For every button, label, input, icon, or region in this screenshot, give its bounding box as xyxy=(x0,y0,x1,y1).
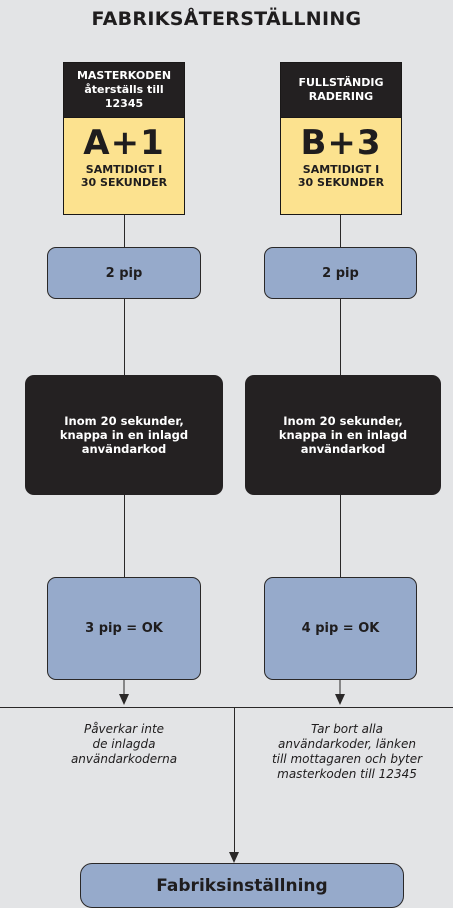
right-header-box: FULLSTÄNDIG RADERING xyxy=(280,62,402,118)
left-step1-label: 2 pip xyxy=(105,265,143,281)
right-step2-line1: Inom 20 sekunder, xyxy=(283,414,403,428)
left-note: Påverkar inte de inlagda användarkoderna xyxy=(24,722,224,767)
right-note-line1: Tar bort alla xyxy=(311,722,383,736)
right-step2-line2: knappa in en inlagd xyxy=(278,428,408,442)
right-note: Tar bort alla användarkoder, länken till… xyxy=(247,722,447,782)
left-step2-box: Inom 20 sekunder, knappa in en inlagd an… xyxy=(25,375,223,495)
arrow-left xyxy=(119,694,129,705)
left-step2-line1: Inom 20 sekunder, xyxy=(64,414,184,428)
right-combo-code: B+3 xyxy=(300,123,382,163)
arrow-right xyxy=(335,694,345,705)
right-step2-box: Inom 20 sekunder, knappa in en inlagd an… xyxy=(245,375,441,495)
right-step3-box: 4 pip = OK xyxy=(264,577,417,680)
left-combo-code: A+1 xyxy=(83,123,165,163)
factory-settings-label: Fabriksinställning xyxy=(156,875,328,896)
right-header-line1: FULLSTÄNDIG xyxy=(298,76,384,89)
diagram-title: FABRIKSÅTERSTÄLLNING xyxy=(91,8,362,30)
left-combo-note-line2: 30 SEKUNDER xyxy=(80,176,168,189)
left-header-line1: MASTERKODEN xyxy=(76,69,172,82)
left-step1-box: 2 pip xyxy=(47,247,201,299)
left-note-line1: Påverkar inte xyxy=(83,722,165,736)
right-step2-line3: användarkod xyxy=(300,442,386,456)
left-note-line3: användarkoderna xyxy=(70,752,178,766)
divider-line xyxy=(0,707,453,708)
left-header-box: MASTERKODEN återställs till 12345 xyxy=(63,62,185,118)
right-header-line2: RADERING xyxy=(308,90,374,103)
right-step3-label: 4 pip = OK xyxy=(301,621,380,636)
right-combo-box: B+3 SAMTIDIGT I 30 SEKUNDER xyxy=(280,118,402,215)
right-note-line2: användarkoder, länken xyxy=(278,737,416,751)
left-note-line2: de inlagda xyxy=(92,737,156,751)
right-combo-note-line1: SAMTIDIGT I xyxy=(302,163,380,176)
arrow-center xyxy=(229,852,239,863)
right-note-line4: masterkoden till 12345 xyxy=(277,767,417,781)
right-note-line3: till mottagaren och byter xyxy=(271,752,423,766)
left-step2-line3: användarkod xyxy=(81,442,167,456)
left-header-line2: återställs till xyxy=(84,83,164,96)
right-step1-label: 2 pip xyxy=(322,265,359,281)
factory-settings-box: Fabriksinställning xyxy=(80,863,404,908)
left-header-line3: 12345 xyxy=(104,97,144,110)
left-combo-box: A+1 SAMTIDIGT I 30 SEKUNDER xyxy=(63,118,185,215)
left-combo-note-line1: SAMTIDIGT I xyxy=(85,163,163,176)
left-step2-line2: knappa in en inlagd xyxy=(59,428,189,442)
right-step1-box: 2 pip xyxy=(264,247,417,299)
connector-center xyxy=(234,707,235,854)
right-combo-note-line2: 30 SEKUNDER xyxy=(297,176,385,189)
left-step3-label: 3 pip = OK xyxy=(85,621,163,636)
left-step3-box: 3 pip = OK xyxy=(47,577,201,680)
